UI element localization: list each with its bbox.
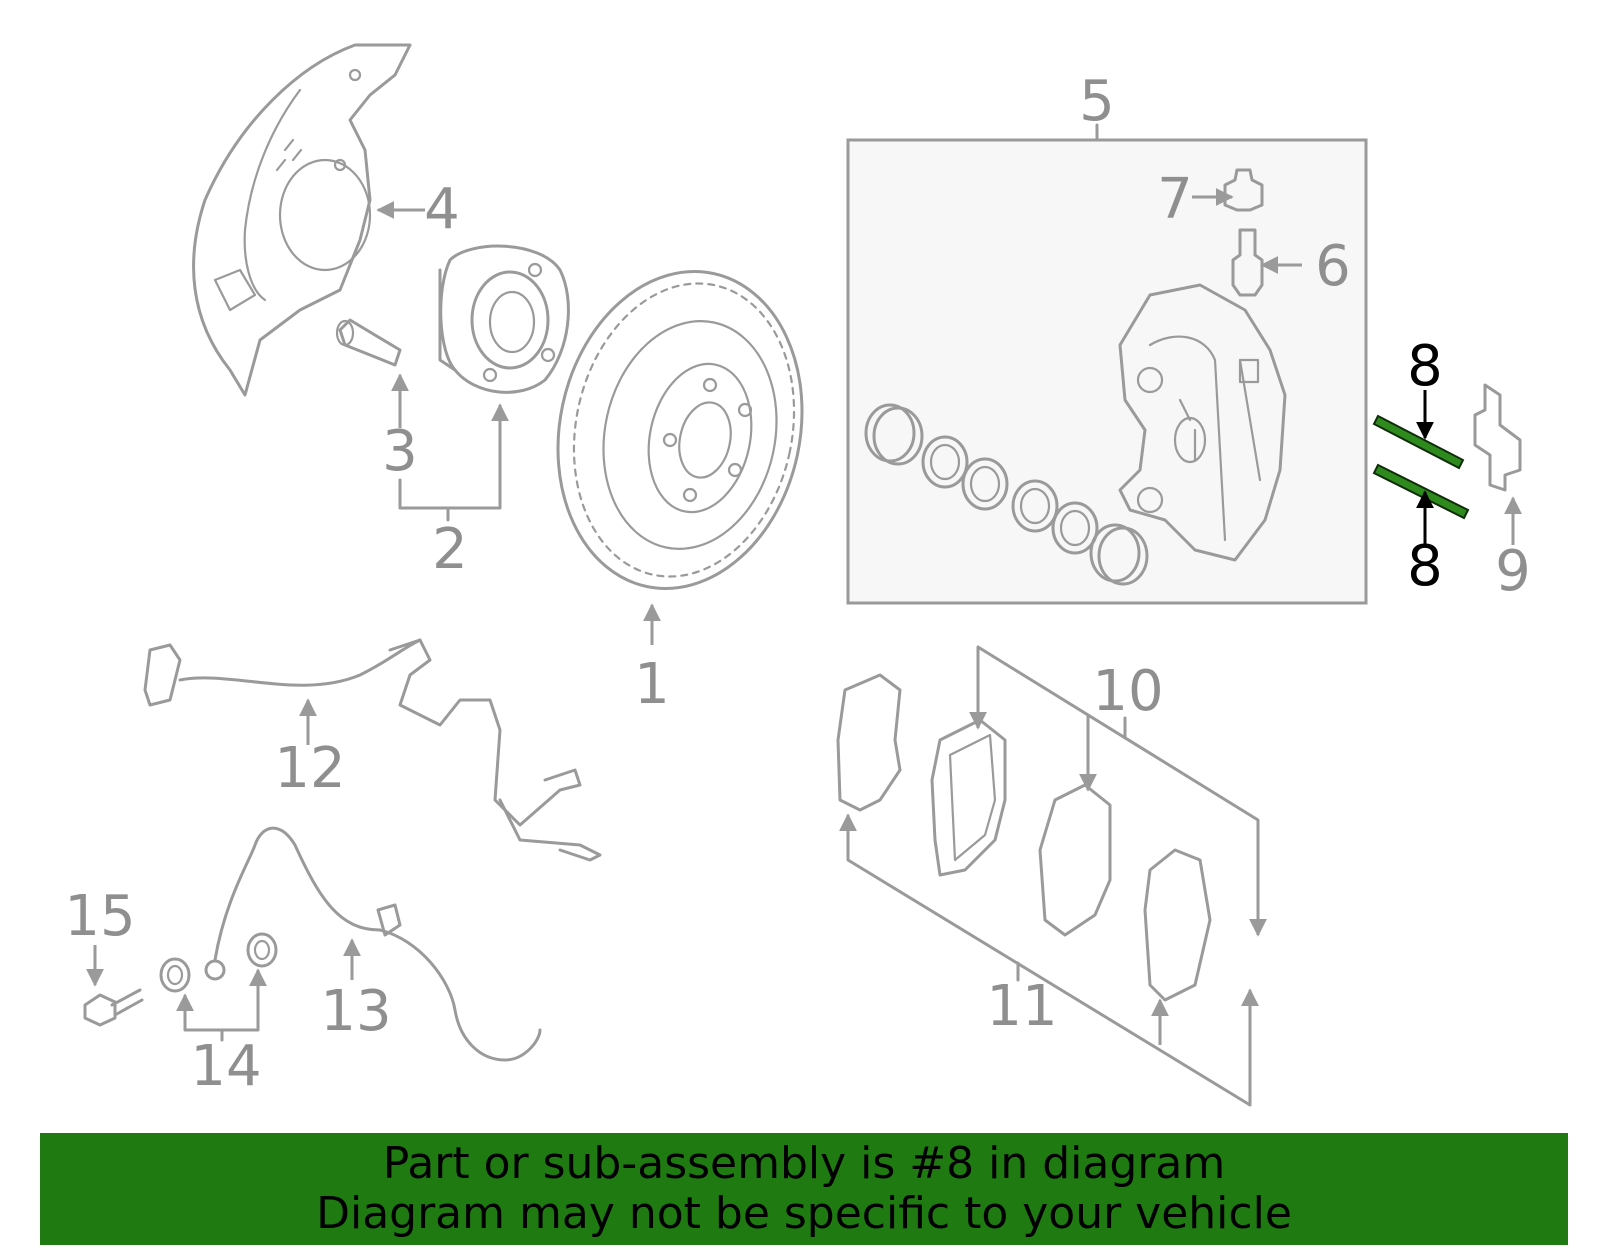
callout-11: 11 (986, 974, 1057, 1039)
callout-10: 10 (1092, 659, 1163, 724)
callout-3: 3 (382, 419, 418, 484)
leader-lines (86, 123, 1522, 1107)
callout-5: 5 (1079, 69, 1115, 134)
pistons-and-seals[interactable] (864, 403, 1149, 586)
dust-shield-part-4[interactable] (192, 43, 412, 397)
caliper-pin-part-8-upper[interactable] (1372, 414, 1465, 470)
brake-rotor-part-1[interactable] (529, 249, 830, 612)
wheel-stud-part-3[interactable] (335, 318, 402, 367)
callout-14: 14 (190, 1034, 261, 1099)
banner-line-1: Part or sub-assembly is #8 in diagram (382, 1138, 1226, 1189)
callout-1: 1 (634, 652, 670, 717)
abs-sensor-part-12[interactable] (143, 638, 602, 862)
bleeder-screw-part-6[interactable] (1231, 228, 1264, 297)
pad-clip-part-9[interactable] (1473, 383, 1522, 492)
callout-4: 4 (424, 177, 460, 242)
callout-2: 2 (432, 517, 468, 582)
callout-12: 12 (274, 736, 345, 801)
bolt-part-15[interactable] (83, 988, 144, 1027)
washers-part-14[interactable] (159, 932, 278, 993)
caliper-pin-part-8-lower[interactable] (1372, 463, 1470, 520)
callout-8-upper: 8 (1407, 334, 1443, 399)
hub-assembly-part-2[interactable] (438, 244, 570, 394)
callout-8-lower: 8 (1407, 534, 1443, 599)
callout-6: 6 (1315, 234, 1351, 299)
bleeder-cap-part-7[interactable] (1223, 168, 1264, 212)
info-banner: Part or sub-assembly is #8 in diagram Di… (40, 1133, 1568, 1245)
callout-7: 7 (1157, 167, 1193, 232)
brake-hose-part-13[interactable] (204, 826, 542, 1062)
callout-9: 9 (1495, 539, 1531, 604)
callout-15: 15 (64, 884, 135, 949)
banner-line-2: Diagram may not be specific to your vehi… (316, 1188, 1292, 1239)
callout-13: 13 (320, 979, 391, 1044)
caliper-body-part-5[interactable] (1118, 283, 1287, 562)
